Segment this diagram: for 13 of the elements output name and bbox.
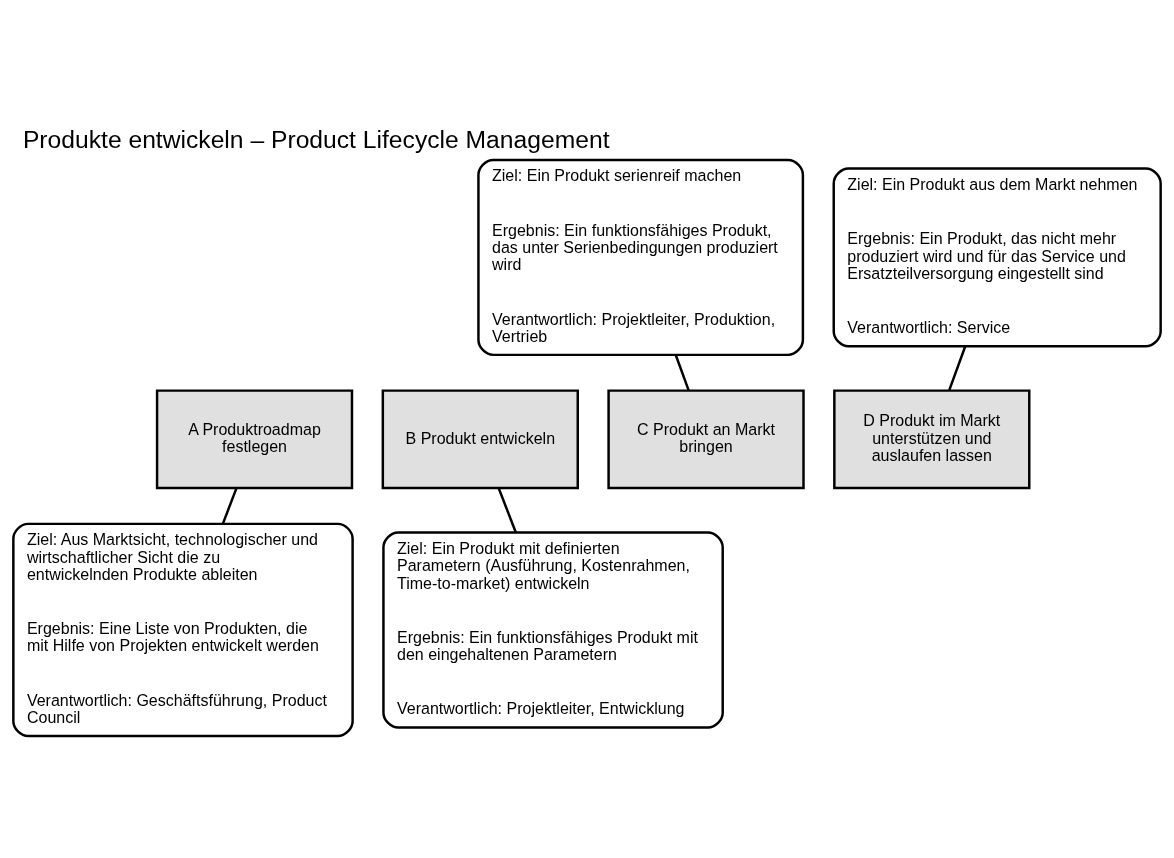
connector [674, 354, 690, 391]
diagram-title: Produkte entwickeln – Product Lifecycle Management [22, 125, 610, 153]
node-box: B Produkt entwickeln [381, 388, 579, 489]
node-box: Ziel: Ein Produkt serienreif machen Ergebnis: Ein funktionsfähiges Produkt, das unter Serienbedingungen produziert wird Verantwortlich: Projektleiter, Produktion, Vertrieb [477, 158, 805, 356]
node-box: Ziel: Aus Marktsicht, technologischer und wirtschaftlicher Sicht die zu entwickelnden Produkte ableiten Ergebnis: Eine Liste von Produkten, die mit Hilfe von Projekten entwickelt werden Verantwortlich: Geschäftsführung, Product Council [12, 522, 354, 737]
node-box: C Produkt an Markt bringen [607, 388, 805, 489]
node-box: Ziel: Ein Produkt aus dem Markt nehmen Ergebnis: Ein Produkt, das nicht mehr produziert wird und für das Service und Ersatzteilversorgung eingestellt sind Verantwortlich: Service [832, 166, 1162, 347]
node-box: Ziel: Ein Produkt mit definierten Parametern (Ausführung, Kostenrahmen, Time-to-market) entwickeln Ergebnis: Ein funktionsfähiges Produkt mit den eingehaltenen Parametern Verantwortlich: Projektleiter, Entwicklung [382, 530, 724, 729]
connector [221, 487, 238, 524]
connector [948, 345, 967, 391]
connector [497, 487, 517, 533]
node-box: A Produktroadmap festlegen [155, 388, 354, 489]
node-box: D Produkt im Markt unterstützen und auslaufen lassen [833, 388, 1031, 489]
